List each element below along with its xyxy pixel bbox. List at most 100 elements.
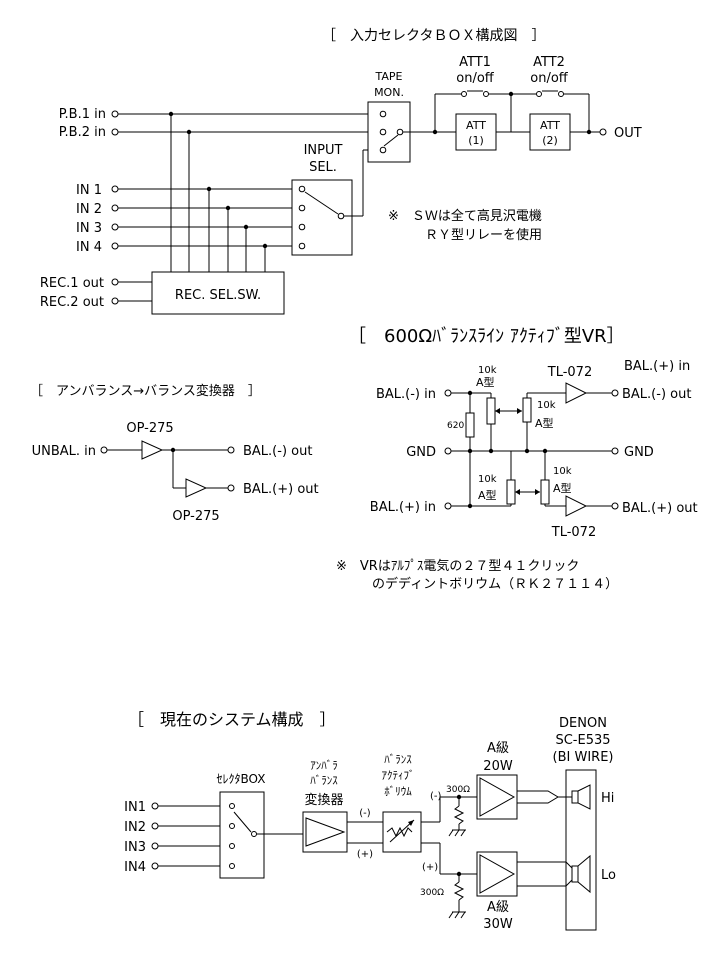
- att2-sw-label-2: on/off: [530, 71, 569, 86]
- att1-box: [455, 113, 497, 151]
- r300a-gnd-hatch-3: [460, 829, 466, 837]
- in2-terminal: [111, 204, 119, 212]
- diagram1-note-1: ※ ＳＷは全て高見沢電機: [388, 208, 542, 224]
- r620-resistor: [465, 412, 475, 438]
- tl072-bottom-triangle: [565, 495, 588, 517]
- bal-plus-out-terminal: [227, 484, 235, 492]
- amp-hi-triangle: [479, 777, 516, 817]
- vr3-label-1: 10k: [478, 474, 497, 485]
- in3-terminal: [111, 223, 119, 231]
- op275-bottom-triangle: [185, 478, 208, 498]
- op275-bottom-label: OP-275: [172, 509, 219, 524]
- selector-arm: [233, 811, 252, 833]
- bal-minus-out-label: BAL.(-) out: [243, 444, 312, 459]
- in4-terminal: [111, 242, 119, 250]
- att1-box-label-1: ATT: [466, 119, 486, 132]
- att2-sw-label-1: ATT2: [533, 55, 565, 70]
- gnd-node-3: [524, 448, 530, 454]
- vr3-wiper-arrow: [515, 489, 520, 495]
- selector-contact-3: [229, 843, 235, 849]
- r620-label: 620: [447, 421, 464, 431]
- amp-hi-label-2: 20W: [483, 759, 513, 774]
- diagram3-title: ［ 600Ωﾊﾞﾗﾝｽﾗｲﾝ ｱｸﾃｨﾌﾞ型VR］: [348, 326, 625, 347]
- hi-cable: [517, 790, 559, 804]
- converter-triangle: [305, 817, 346, 847]
- vr1-label-2: A型: [476, 375, 495, 389]
- out-terminal: [599, 128, 607, 136]
- sys-in3-terminal: [151, 842, 159, 850]
- sys-in4-terminal: [151, 862, 159, 870]
- tape-mon-contact-1: [379, 110, 387, 118]
- bal-plus-in-label: BAL.(+) in: [370, 500, 436, 515]
- diagram1-note-2: ＲＹ型リレーを使用: [425, 227, 542, 243]
- in2-label: IN 2: [76, 202, 102, 217]
- bal-plus-out-terminal-r: [611, 502, 619, 510]
- rec1-label: REC.1 out: [40, 276, 104, 291]
- sys-in3-label: IN3: [124, 840, 146, 855]
- amp-lo-label-1: A級: [487, 900, 509, 915]
- vr4-resistor: [540, 479, 550, 505]
- gnd-left-label: GND: [406, 445, 436, 460]
- sys-in1-label: IN1: [124, 800, 146, 815]
- sig-plus2-label: (+): [422, 862, 438, 873]
- att1-sw-contact-b: [483, 91, 489, 97]
- sys-in4-label: IN4: [124, 860, 146, 875]
- att2-sw-contact-b: [558, 91, 564, 97]
- vr2-resistor: [522, 397, 532, 423]
- selector-box: [219, 791, 265, 879]
- tweeter-cone: [577, 784, 591, 810]
- att-out-node: [586, 129, 592, 135]
- r300b-gnd-hatch-1: [448, 911, 454, 919]
- bal-plus-in-top-label: BAL.(+) in: [624, 359, 690, 374]
- vr4-label-1: 10k: [553, 466, 572, 477]
- bal-minus-out-terminal-r: [611, 389, 619, 397]
- selector-contact-1: [229, 803, 235, 809]
- volume-label-3: ﾎﾞﾘｳﾑ: [384, 785, 412, 798]
- input-sel-contact-1: [298, 185, 306, 193]
- amp-hi-label-1: A級: [487, 741, 509, 756]
- in1-label: IN 1: [76, 183, 102, 198]
- input-sel-contact-2: [298, 204, 306, 212]
- sig-plus-label: (+): [357, 849, 373, 860]
- in3-label: IN 3: [76, 221, 102, 236]
- sys-in2-label: IN2: [124, 820, 146, 835]
- att2-box-label-1: ATT: [540, 119, 560, 132]
- woofer-cone: [577, 854, 591, 894]
- hi-label: Hi: [601, 791, 614, 806]
- sys-in2-terminal: [151, 822, 159, 830]
- lo-cable-join-2: [565, 879, 573, 887]
- input-sel-common: [337, 212, 345, 220]
- bal-plus-out-label-r: BAL.(+) out: [622, 501, 698, 516]
- out-label: OUT: [614, 126, 642, 141]
- r300b-gnd-hatch-2: [454, 911, 460, 919]
- att1-sw-label-1: ATT1: [459, 55, 491, 70]
- speaker-label-3: (BI WIRE): [553, 750, 614, 765]
- volume-label-2: ｱｸﾃｨﾌﾞ: [382, 769, 415, 782]
- converter-label-2: ﾊﾞﾗﾝｽ: [310, 774, 338, 787]
- pb2-terminal: [111, 128, 119, 136]
- lo-label: Lo: [601, 868, 616, 883]
- vr4-label-2: A型: [553, 481, 572, 495]
- r300a-label: 300Ω: [446, 785, 470, 795]
- att1-sw-label-2: on/off: [456, 71, 495, 86]
- input-sel-contact-4: [298, 242, 306, 250]
- input-sel-contact-3: [298, 223, 306, 231]
- bal-minus-in-label: BAL.(-) in: [376, 387, 436, 402]
- att1-sw-contact-a: [461, 91, 467, 97]
- diagram3-note-1: ※ VRはｱﾙﾌﾟｽ電気の２７型４１クリック: [336, 558, 579, 574]
- rec-sel-box: [151, 271, 285, 315]
- amp-lo-triangle: [479, 854, 516, 894]
- volume-resistor-zigzag: [386, 826, 413, 838]
- converter-label-1: ｱﾝﾊﾞﾗ: [310, 759, 338, 772]
- tape-mon-label-1: TAPE: [375, 70, 403, 83]
- input-sel-label-2: SEL.: [309, 160, 337, 175]
- att2-sw-contact-a: [536, 91, 542, 97]
- op275-top-label: OP-275: [126, 421, 173, 436]
- diagram3-note-2: のデディントボリウム（ＲＫ２７１１４）: [372, 576, 618, 592]
- bal-minus-out-label-r: BAL.(-) out: [622, 387, 691, 402]
- speaker-label-1: DENON: [559, 716, 607, 731]
- bal-minus-in-terminal: [444, 389, 452, 397]
- sig-minus-label: (-): [359, 808, 371, 819]
- diagram1-title: ［ 入力セレクタＢＯＸ構成図 ］: [322, 28, 545, 44]
- op275-top-triangle: [141, 440, 164, 460]
